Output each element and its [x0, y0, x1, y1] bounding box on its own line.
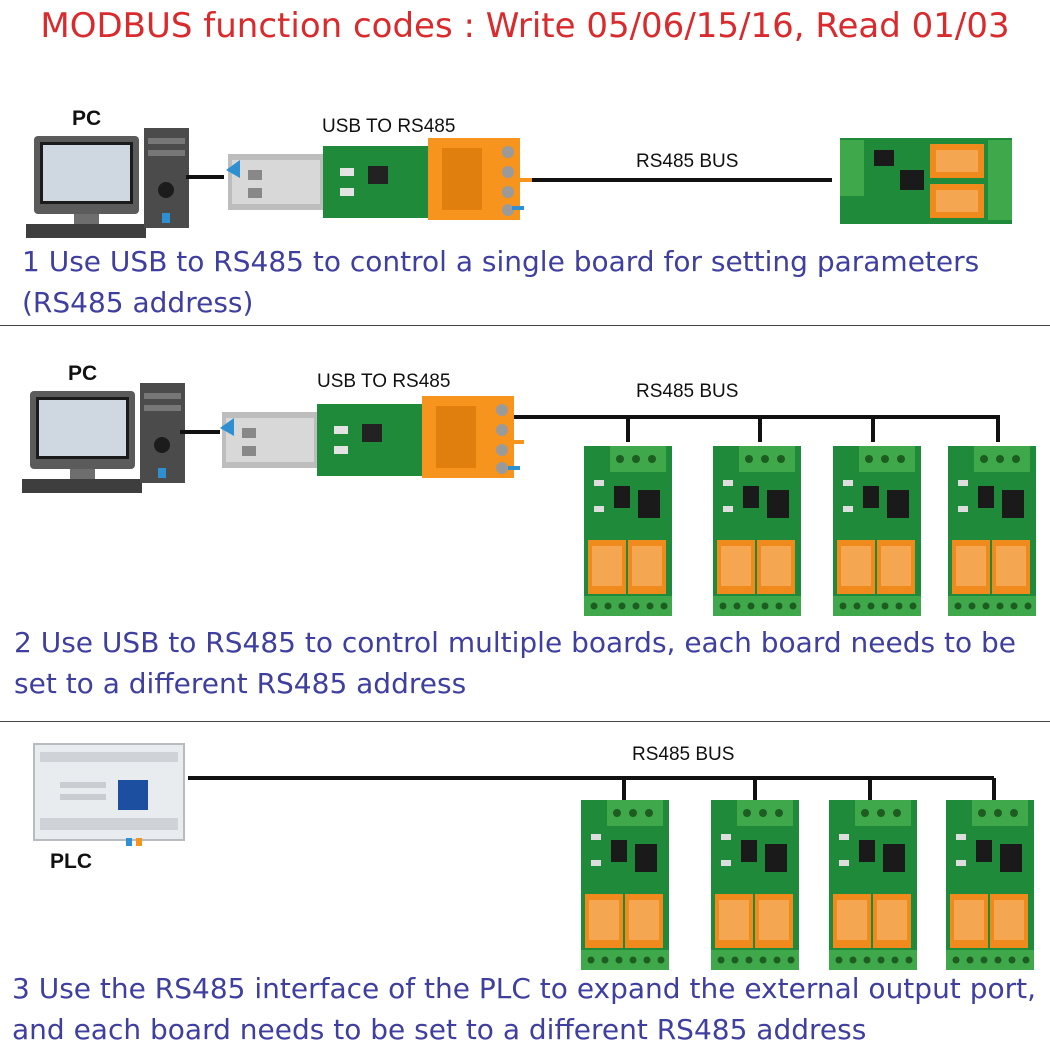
- relay-board-2b: [713, 446, 801, 616]
- section-divider-2: [0, 721, 1050, 722]
- usb-rs485-converter-2: [220, 396, 514, 478]
- relay-board-2c: [833, 446, 921, 616]
- usb-rs485-label: USB TO RS485: [322, 116, 456, 137]
- plc-icon: [33, 743, 185, 846]
- section1-description-line1: 1 Use USB to RS485 to control a single b…: [22, 245, 980, 278]
- usb-rs485-label-2: USB TO RS485: [317, 371, 451, 392]
- section2-description-line2: set to a different RS485 address: [14, 667, 467, 700]
- usb-rs485-converter-1: [226, 138, 520, 220]
- relay-board-single: [840, 138, 1012, 224]
- rs485-bus-label: RS485 BUS: [636, 151, 739, 172]
- section1-description-line2: (RS485 address): [22, 286, 254, 319]
- pc-label: PC: [72, 107, 102, 130]
- plc-label: PLC: [50, 850, 92, 873]
- section3-description-line2: and each board needs to be set to a diff…: [12, 1013, 867, 1046]
- relay-board-3b: [711, 800, 799, 970]
- section-divider-1: [0, 325, 1050, 326]
- relay-board-2a: [584, 446, 672, 616]
- relay-board-2d: [948, 446, 1036, 616]
- page-title: MODBUS function codes : Write 05/06/15/1…: [40, 6, 1010, 46]
- rs485-bus-label-2: RS485 BUS: [636, 381, 739, 402]
- section3-description-line1: 3 Use the RS485 interface of the PLC to …: [12, 972, 1036, 1005]
- relay-board-3d: [946, 800, 1034, 970]
- section2-description-line1: 2 Use USB to RS485 to control multiple b…: [14, 626, 1016, 659]
- relay-board-3a: [581, 800, 669, 970]
- pc-label-2: PC: [68, 362, 98, 385]
- pc-icon-2: [22, 383, 185, 493]
- rs485-bus-label-3: RS485 BUS: [632, 744, 735, 765]
- relay-board-3c: [829, 800, 917, 970]
- pc-icon-1: [26, 128, 189, 238]
